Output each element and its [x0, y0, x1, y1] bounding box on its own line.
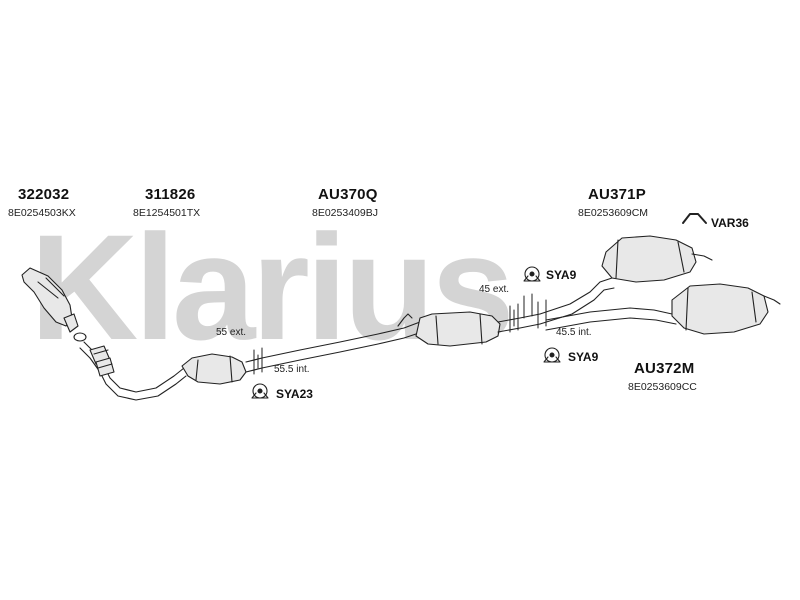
oem-number-au372m: 8E0253609CC	[628, 381, 697, 393]
oem-number-au370q: 8E0253409BJ	[312, 207, 378, 219]
clamp-marks	[253, 293, 547, 375]
clamp-sya23-icon	[251, 383, 269, 399]
accessory-sya23-label: SYA23	[276, 387, 313, 401]
part-number-au370q: AU370Q	[318, 186, 378, 203]
accessory-var36-label: VAR36	[711, 216, 749, 230]
catalyst-shape	[181, 353, 247, 385]
accessory-sya9-top-label: SYA9	[546, 268, 577, 282]
accessory-sya9-bottom-label: SYA9	[568, 350, 599, 364]
oem-number-311826: 8E1254501TX	[133, 207, 201, 219]
clamp-sya9-top-icon	[523, 266, 541, 282]
rear-silencer-au372m-shape	[671, 283, 781, 335]
measurement-55-ext: 55 ext.	[216, 327, 247, 338]
measurement-45-ext: 45 ext.	[479, 284, 510, 295]
clamp-sya9-bottom-icon	[543, 347, 561, 363]
part-number-au371p: AU371P	[588, 186, 646, 203]
hanger-var36-icon	[682, 213, 707, 224]
oem-number-322032: 8E0254503KX	[8, 207, 76, 219]
part-number-au372m: AU372M	[634, 360, 695, 377]
oem-number-au371p: 8E0253609CM	[578, 207, 649, 219]
measurement-55-5-int: 55.5 int.	[274, 364, 310, 375]
rear-pipes-shape	[539, 277, 677, 331]
rear-silencer-au371p-shape	[601, 235, 713, 283]
part-number-311826: 311826	[145, 186, 196, 203]
front-pipe-311826-shape	[79, 341, 187, 401]
downpipe-322032-shape	[21, 267, 87, 342]
middle-pipe-au370q-shape	[245, 311, 541, 373]
measurement-45-5-int: 45.5 int.	[556, 327, 592, 338]
part-number-322032: 322032	[18, 186, 70, 203]
